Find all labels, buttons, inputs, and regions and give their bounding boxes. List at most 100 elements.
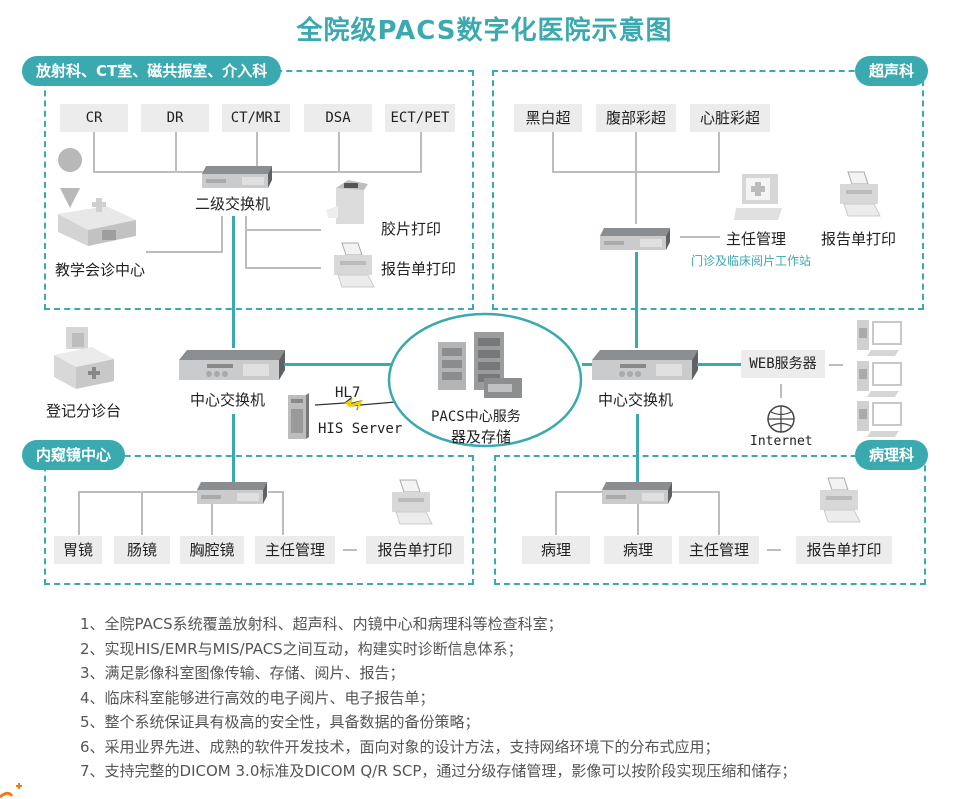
uplink-line xyxy=(232,216,235,348)
report-print-box: 报告单打印 xyxy=(796,536,892,564)
switch-icon xyxy=(602,482,672,504)
device-box: CR xyxy=(60,104,128,132)
report-printer-icon xyxy=(840,171,881,217)
pacs-server-icon xyxy=(438,332,522,398)
connector-line xyxy=(146,251,222,253)
device-box: DR xyxy=(141,104,209,132)
his-server-label: HIS Server xyxy=(318,421,403,437)
connector-line xyxy=(829,364,843,366)
device-box: CT/MRI xyxy=(222,104,290,132)
device-box: 胸腔镜 xyxy=(180,536,244,564)
zone-label-ultrasound: 超声科 xyxy=(855,56,929,86)
his-server-icon xyxy=(288,393,309,439)
uplink-line xyxy=(636,414,639,490)
internet-label: Internet xyxy=(750,434,813,449)
connector-line xyxy=(141,491,143,535)
teaching-center-label: 教学会诊中心 xyxy=(55,261,146,279)
note-item: 3、满足影像科室图像传输、存储、阅片、报告； xyxy=(80,664,405,682)
report-print-box: 报告单打印 xyxy=(366,536,464,564)
connector-line xyxy=(637,504,639,535)
central-switch-label-left: 中心交换机 xyxy=(190,391,266,409)
film-print-label: 胶片打印 xyxy=(381,220,442,238)
switch-icon xyxy=(197,482,267,504)
connector-line xyxy=(718,491,720,535)
zone-label-pathology: 病理科 xyxy=(855,440,929,470)
device-box: 肠镜 xyxy=(114,536,170,564)
note-item: 2、实现HIS/EMR与MIS/PACS之间互动，构建实时诊断信息体系； xyxy=(80,639,523,658)
connector-line xyxy=(78,491,198,493)
central-switch-icon xyxy=(592,350,698,380)
connector-line xyxy=(767,549,781,551)
report-print-label: 报告单打印 xyxy=(381,260,457,278)
diagram-title: 全院级PACS数字化医院示意图 xyxy=(296,16,673,46)
device-box: ECT/PET xyxy=(385,104,455,132)
director-computer-icon xyxy=(734,174,782,220)
registration-label: 登记分诊台 xyxy=(46,402,122,420)
connector-line xyxy=(245,267,321,269)
zone-endoscopy xyxy=(44,455,474,585)
device-box: 主任管理 xyxy=(255,536,335,564)
connector-line xyxy=(343,549,357,551)
device-box: 胃镜 xyxy=(54,536,102,564)
connector-line xyxy=(672,491,720,493)
backbone-line xyxy=(284,363,394,366)
backbone-line xyxy=(582,363,592,366)
registration-desk-icon xyxy=(54,327,114,389)
report-printer-icon xyxy=(334,242,375,288)
pacs-label-line2: 器及存储 xyxy=(451,428,512,446)
connector-line xyxy=(256,132,258,172)
connector-line xyxy=(680,236,720,238)
connector-line xyxy=(780,384,782,398)
note-item: 1、全院PACS系统覆盖放射科、超声科、内镜中心和病理科等检查科室； xyxy=(80,615,563,633)
workstation-note: 门诊及临床阅片工作站 xyxy=(691,254,812,268)
uplink-line xyxy=(232,414,235,490)
device-box: 主任管理 xyxy=(679,536,759,564)
connector-line xyxy=(78,491,80,535)
report-print-label: 报告单打印 xyxy=(821,230,897,248)
connector-line xyxy=(718,132,720,172)
backbone-line xyxy=(697,363,741,366)
device-box: 黑白超 xyxy=(514,104,582,132)
teaching-center-icon xyxy=(58,148,136,246)
connector-line xyxy=(175,132,177,172)
device-box: 腹部彩超 xyxy=(596,104,676,132)
zone-label-endoscopy: 内窥镜中心 xyxy=(22,440,126,470)
device-box: 病理 xyxy=(604,536,672,564)
note-item: 5、整个系统保证具有极高的安全性，具备数据的备份策略； xyxy=(80,713,480,731)
report-printer-icon xyxy=(820,477,861,523)
secondary-switch-label: 二级交换机 xyxy=(195,195,271,213)
hl7-label: HL7 xyxy=(335,385,361,401)
connector-line xyxy=(338,132,340,172)
pacs-label-line1: PACS中心服务 xyxy=(431,409,521,425)
device-box: DSA xyxy=(304,104,372,132)
connector-line xyxy=(245,216,247,268)
client-computer-icon xyxy=(857,361,902,397)
director-label: 主任管理 xyxy=(726,230,787,248)
zone-pathology xyxy=(494,455,926,585)
note-item: 4、临床科室能够进行高效的电子阅片、电子报告单； xyxy=(80,688,435,707)
note-item: 6、采用业界先进、成熟的软件开发技术，面向对象的设计方法，支持网络环境下的分布式… xyxy=(80,737,720,756)
client-computer-icon xyxy=(857,401,902,437)
switch-icon xyxy=(202,166,272,188)
hl7-link-icon xyxy=(314,396,396,411)
connector-line xyxy=(268,491,284,493)
connector-line xyxy=(555,491,557,535)
client-computer-icon xyxy=(857,320,902,356)
connector-line xyxy=(635,132,637,224)
device-box: 心脏彩超 xyxy=(690,104,770,132)
web-server-box: WEB服务器 xyxy=(741,350,825,378)
internet-globe-icon xyxy=(767,405,795,433)
connector-line xyxy=(555,491,603,493)
switch-icon xyxy=(600,228,670,250)
connector-line xyxy=(221,216,223,253)
zone-ultrasound xyxy=(492,70,924,310)
feature-notes: 1、全院PACS系统覆盖放射科、超声科、内镜中心和病理科等检查科室； 2、实现H… xyxy=(80,612,796,784)
zone-label-radiology: 放射科、CT室、磁共振室、介入科 xyxy=(22,56,282,86)
device-box: 病理 xyxy=(522,536,590,564)
central-switch-icon xyxy=(179,350,285,380)
connector-line xyxy=(282,491,284,535)
connector-line xyxy=(420,132,422,172)
connector-line xyxy=(93,132,95,172)
connector-line xyxy=(245,229,321,231)
connector-line xyxy=(211,504,213,535)
